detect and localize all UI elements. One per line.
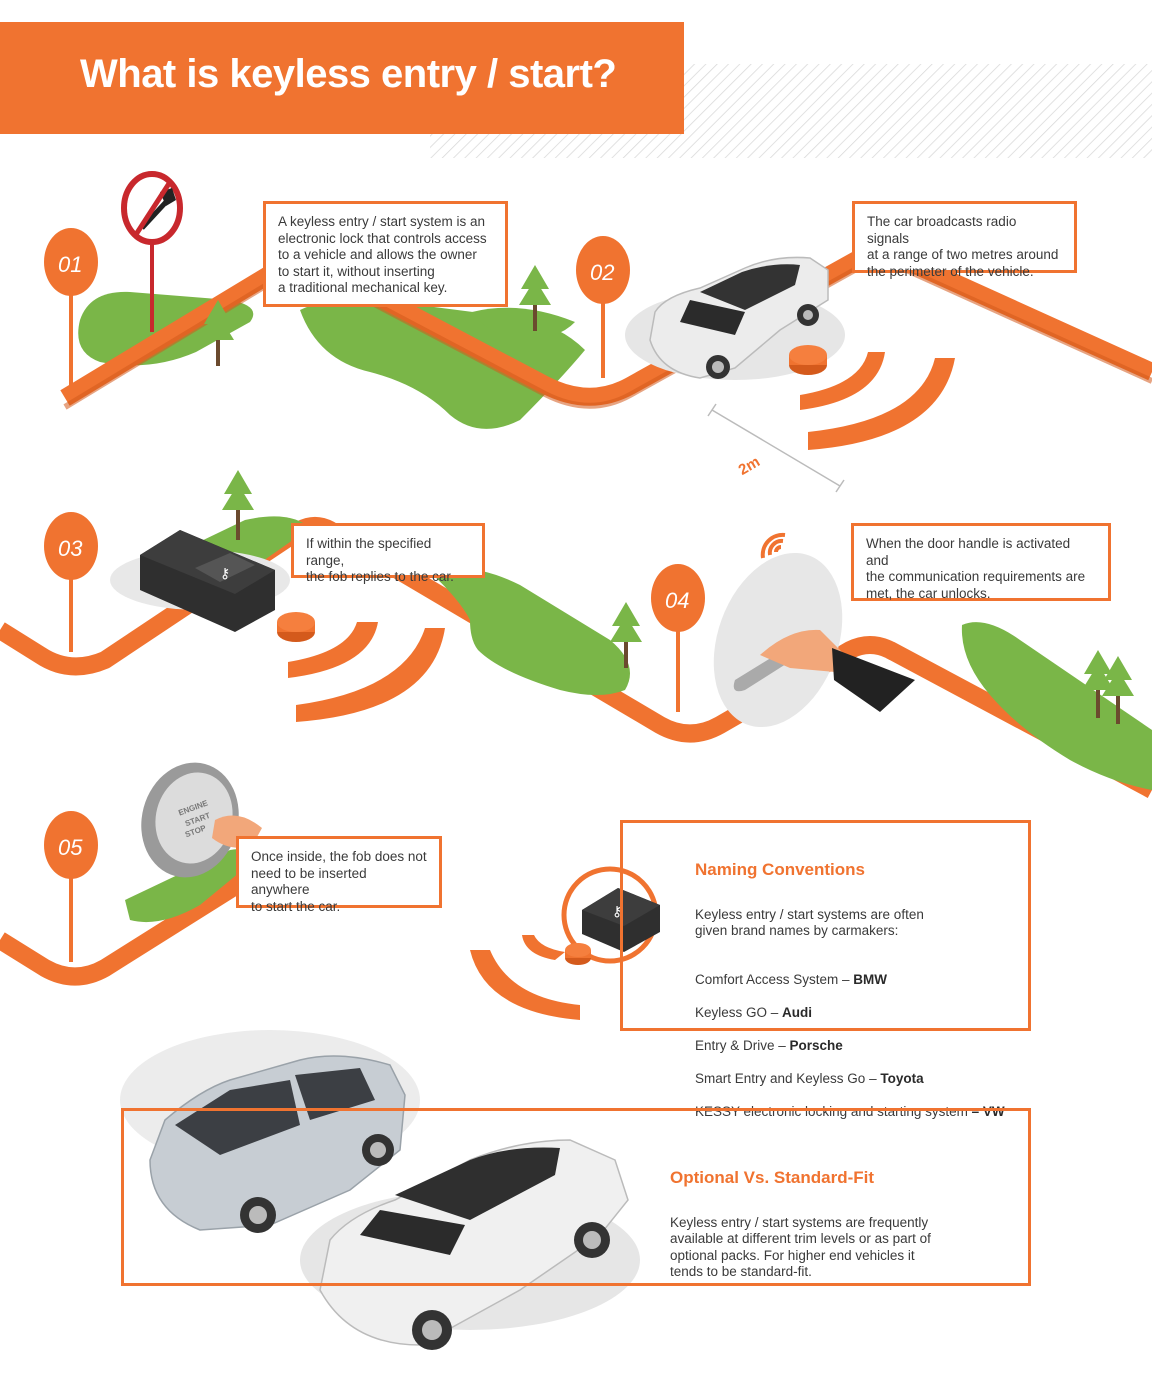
step-02-description: The car broadcasts radio signals at a ra… (852, 201, 1077, 279)
optional-vs-standard-title: Optional Vs. Standard-Fit (670, 1167, 875, 1187)
naming-conventions-intro: Keyless entry / start systems are often … (695, 906, 924, 939)
no-key-sign-icon (121, 171, 183, 332)
naming-conventions-panel: Naming Conventions Keyless entry / start… (620, 820, 1031, 1119)
title-banner (0, 22, 684, 134)
brand-item: KESSY electronic locking and starting sy… (695, 1104, 1005, 1119)
step-01-description: A keyless entry / start system is an ele… (263, 201, 508, 307)
optional-vs-standard-panel: Optional Vs. Standard-Fit Keyless entry … (121, 1108, 1031, 1286)
step-marker-04: 04 (651, 564, 705, 712)
step-marker-02: 02 (576, 236, 630, 378)
hatchback-car-icon (120, 1030, 420, 1233)
step-04-description: When the door handle is activated and th… (851, 523, 1111, 601)
brand-item: Comfort Access System – BMW (695, 972, 888, 987)
svg-text:⚷: ⚷ (220, 566, 230, 582)
start-button-icon: ENGINE START STOP (141, 762, 262, 878)
step-marker-03: 03 (44, 512, 98, 652)
door-handle-icon (713, 552, 915, 728)
step-05-description: Once inside, the fob does not need to be… (236, 836, 442, 914)
step-marker-01: 01 (44, 228, 98, 385)
wifi-signal-icon (760, 532, 786, 559)
sedan-car-icon (300, 1139, 640, 1350)
tree-icons (202, 265, 1134, 724)
step-number-03: 03 (58, 536, 83, 561)
radio-signal-icon (789, 345, 955, 450)
optional-vs-standard-text: Keyless entry / start systems are freque… (670, 1214, 931, 1280)
distance-label: 2m (736, 453, 763, 479)
step-03-description: If within the specified range, the fob r… (291, 523, 485, 584)
radio-signal-icon-fob (277, 612, 445, 722)
step-number-02: 02 (590, 260, 614, 285)
brand-item: Smart Entry and Keyless Go – Toyota (695, 1071, 924, 1086)
svg-text:⚷: ⚷ (612, 904, 622, 920)
brand-item: Entry & Drive – Porsche (695, 1038, 843, 1053)
radio-signal-icon-naming (470, 935, 591, 1020)
page-title: What is keyless entry / start? (80, 52, 617, 96)
key-fob-icon: ⚷ (110, 530, 290, 632)
step-number-05: 05 (58, 835, 83, 860)
grass-patches-row3 (125, 849, 248, 923)
step-marker-05: 05 (44, 811, 98, 962)
step-number-04: 04 (665, 588, 689, 613)
naming-conventions-title: Naming Conventions (695, 859, 866, 879)
brand-item: Keyless GO – Audi (695, 1005, 813, 1020)
step-number-01: 01 (58, 252, 82, 277)
